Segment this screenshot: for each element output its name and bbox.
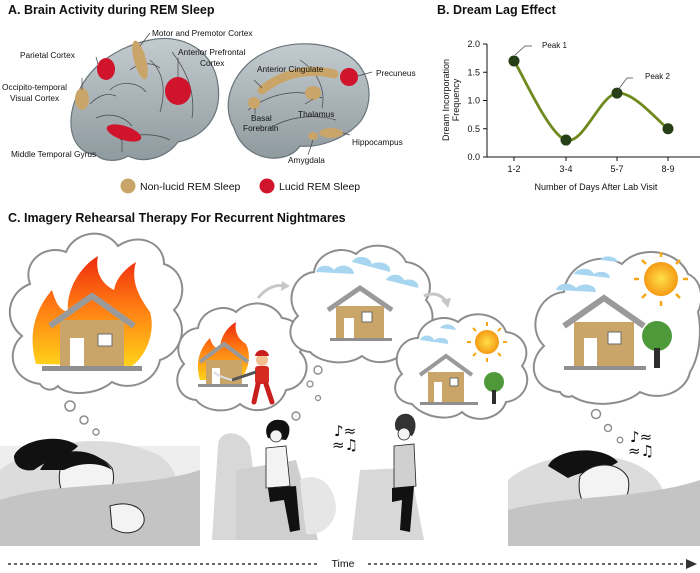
thought-cloud-firefighter (176, 302, 308, 432)
annotation-peak-2: Peak 2 (645, 72, 670, 81)
y-tick-label: 0.0 (467, 152, 480, 162)
basal-forebrain-nonlucid-blob (248, 97, 260, 109)
thalamus-nonlucid-blob (305, 86, 321, 100)
medial-brain (227, 43, 370, 159)
legend-swatch-lucid (259, 178, 275, 194)
label-ant-pref-1: Anterior Prefrontal (178, 47, 245, 57)
label-basal-1: Basal (251, 113, 272, 123)
label-precuneus: Precuneus (376, 68, 416, 78)
house-icon (60, 320, 124, 366)
legend: Non-lucid REM Sleep Lucid REM Sleep (120, 178, 360, 194)
x-tick-label: 8-9 (661, 164, 674, 174)
legend-swatch-nonlucid (120, 178, 136, 194)
label-thalamus: Thalamus (298, 109, 334, 119)
cingulate-nonlucid-blob (257, 66, 339, 95)
panel-a-title: A. Brain Activity during REM Sleep (8, 3, 215, 17)
lateral-brain (70, 37, 220, 161)
big-sun-icon (644, 262, 678, 296)
y-tick-label: 0.5 (467, 124, 480, 134)
thought-cloud-nightmare (8, 232, 184, 436)
data-point-3-4 (560, 134, 572, 146)
label-middle-temporal: Middle Temporal Gyrus (11, 149, 96, 159)
time-arrow: Time (8, 558, 697, 570)
legend-lucid: Lucid REM Sleep (279, 181, 360, 193)
firefighter-icon (213, 350, 275, 405)
y-ticks: 0.0 0.5 1.0 1.5 2.0 (467, 39, 487, 162)
annotation-peak-1: Peak 1 (542, 41, 567, 50)
parietal-lucid-blob (97, 58, 115, 80)
label-amygdala: Amygdala (288, 155, 325, 165)
series-points (508, 55, 674, 146)
prefrontal-lucid-blob (165, 77, 191, 105)
label-motor: Motor and Premotor Cortex (152, 28, 253, 38)
tree-icon (484, 372, 504, 392)
label-parietal: Parietal Cortex (20, 50, 76, 60)
precuneus-lucid-blob (340, 68, 358, 86)
panel-c-title: C. Imagery Rehearsal Therapy For Recurre… (8, 211, 346, 225)
music-note-icon-right: ♪≈ (630, 428, 652, 446)
x-ticks: 1-2 3-4 5-7 8-9 (507, 157, 675, 174)
motor-nonlucid-blob (132, 40, 148, 80)
y-tick-label: 1.0 (467, 96, 480, 106)
sun-icon (475, 330, 499, 354)
thought-cloud-sun-tree (394, 313, 529, 420)
label-occipito-1: Occipito-temporal (2, 82, 67, 92)
big-tree-icon (642, 321, 672, 351)
x-axis-label: Number of Days After Lab Visit (535, 182, 658, 192)
panel-b-title: B. Dream Lag Effect (437, 3, 557, 17)
series-line (512, 60, 669, 142)
music-note-icon: ♪≈ (334, 422, 356, 440)
music-wave-icon-right: ≈♫ (628, 442, 654, 460)
y-axis-label-line2: Frequency (451, 78, 461, 121)
label-basal-2: Forebrain (243, 123, 279, 133)
x-tick-label: 3-4 (559, 164, 572, 174)
sleeping-person-right: ♪≈ ≈♫ (508, 428, 700, 546)
label-hippocampus: Hippocampus (352, 137, 403, 147)
x-tick-label: 5-7 (610, 164, 623, 174)
occipital-nonlucid-blob (75, 88, 89, 110)
thought-cloud-calm-house (289, 244, 434, 402)
data-point-1-2 (508, 55, 520, 67)
therapy-scene: ♪≈ ≈♫ (212, 413, 424, 540)
y-axis-label-line1: Dream Incorporation (441, 59, 451, 141)
hippocampus-nonlucid-blob (319, 128, 343, 138)
label-ant-pref-2: Cortex (200, 58, 225, 68)
sleeping-person-left (0, 438, 200, 546)
temporal-lucid-blob (106, 124, 142, 142)
amygdala-nonlucid-blob (308, 132, 318, 140)
y-tick-label: 2.0 (467, 39, 480, 49)
arrow-1 (256, 284, 285, 299)
label-ant-cingulate: Anterior Cingulate (257, 64, 324, 74)
x-tick-label: 1-2 (507, 164, 520, 174)
y-tick-label: 1.5 (467, 67, 480, 77)
legend-nonlucid: Non-lucid REM Sleep (140, 181, 241, 193)
dream-lag-chart: 0.0 0.5 1.0 1.5 2.0 1-2 3-4 5-7 8-9 Dream Incor… (441, 39, 700, 192)
label-occipito-2: Visual Cortex (10, 93, 60, 103)
data-point-8-9 (662, 123, 674, 135)
plant-icon (300, 477, 336, 535)
music-wave-icon: ≈♫ (332, 436, 358, 454)
data-point-5-7 (611, 87, 623, 99)
time-label: Time (332, 558, 355, 570)
thought-cloud-final (532, 250, 700, 444)
